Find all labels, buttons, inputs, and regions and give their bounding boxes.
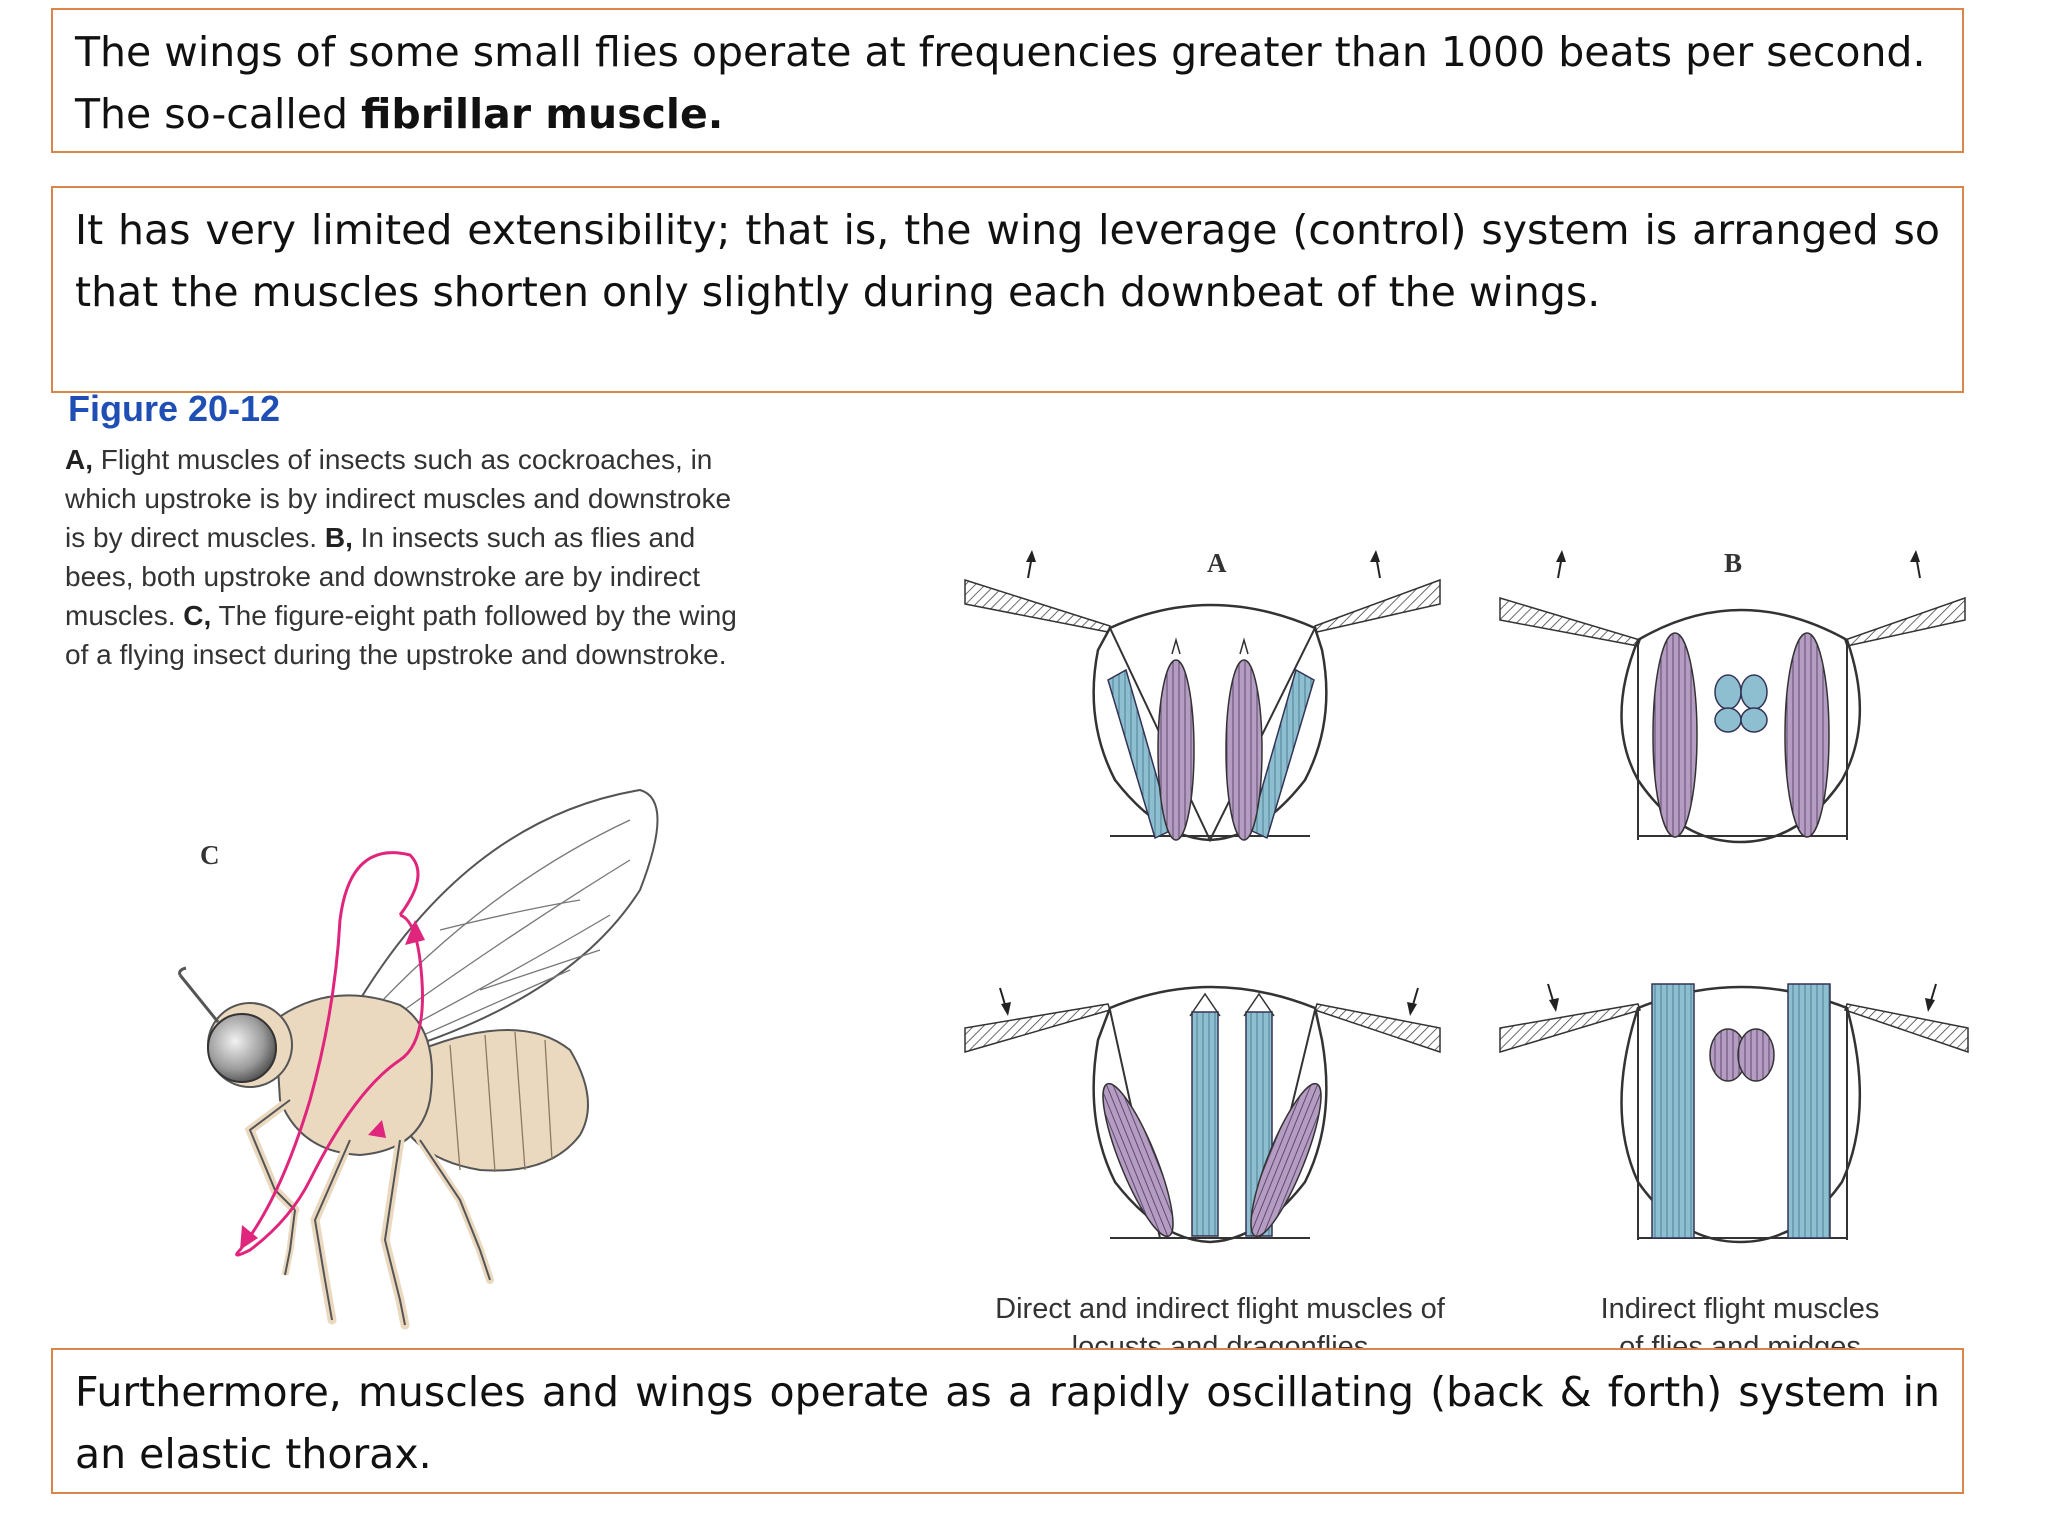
thorax <box>273 994 433 1157</box>
left-wing-base <box>1499 596 1641 647</box>
caption-a-label: A, <box>65 444 93 475</box>
longitudinal-muscle <box>1740 707 1768 733</box>
muscle-attachment <box>1243 992 1275 1017</box>
left-wing-base <box>964 1003 1111 1053</box>
figure-title: Figure 20-12 <box>68 388 281 429</box>
muscle-attachment <box>1239 637 1249 655</box>
longitudinal-muscle <box>1714 674 1742 710</box>
thorax-inner-line <box>1109 627 1316 843</box>
oscillation-text: Furthermore, muscles and wings operate a… <box>75 1368 1940 1478</box>
muscle-attachment <box>1189 992 1221 1017</box>
longitudinal-muscle <box>1740 674 1768 710</box>
indirect-dorsoventral-muscle <box>1784 632 1830 838</box>
intro-text-box: The wings of some small flies operate at… <box>51 8 1964 153</box>
indirect-dorsoventral-muscle <box>1652 632 1698 838</box>
longitudinal-muscle <box>1737 1028 1775 1082</box>
muscle-attachment <box>1171 637 1181 655</box>
panel-label-b: B <box>1724 548 1743 578</box>
indirect-muscle <box>1191 1011 1219 1237</box>
extensibility-text: It has very limited extensibility; that … <box>75 206 1940 316</box>
right-wing-base <box>1844 596 1966 647</box>
arrowhead-icon <box>1001 1002 1011 1016</box>
caption-a-text: Flight muscles of insects such as cockro… <box>65 444 732 553</box>
oscillation-text-box: Furthermore, muscles and wings operate a… <box>51 1348 1964 1494</box>
right-wing-base <box>1844 1003 1969 1054</box>
extensibility-text-box: It has very limited extensibility; that … <box>51 186 1964 393</box>
path-arrow-icon <box>240 1225 258 1250</box>
right-wing-base <box>1314 578 1441 633</box>
indirect-muscle <box>1225 659 1263 841</box>
figure-caption: A, Flight muscles of insects such as coc… <box>65 440 745 674</box>
diagram-b-upstroke <box>1499 550 1966 844</box>
right-wing-base <box>1314 1003 1441 1054</box>
caption-b-text: In insects such as flies and bees, both … <box>65 522 701 631</box>
antenna <box>178 966 220 1023</box>
panel-label-a: A <box>1207 548 1227 578</box>
panel-label-c: C <box>200 840 220 870</box>
diagram-a-downstroke <box>964 985 1441 1244</box>
compound-eye <box>207 1013 277 1083</box>
arrowhead-icon <box>1925 998 1935 1012</box>
arrowhead-icon <box>1026 550 1036 562</box>
abdomen <box>398 1029 589 1172</box>
left-wing-base <box>1499 1003 1641 1054</box>
figure-eight-wing-path <box>235 851 425 1257</box>
fibrillar-muscle-term: fibrillar muscle. <box>361 89 724 138</box>
intro-line-2: The so-called fibrillar muscle. <box>75 84 1940 146</box>
indirect-dorsoventral-muscle <box>1651 983 1695 1239</box>
indirect-dorsoventral-muscle <box>1787 983 1831 1239</box>
diagram-b-downstroke <box>1499 983 1969 1244</box>
arrowhead-icon <box>1407 1002 1417 1016</box>
fly-legs <box>244 1095 494 1330</box>
fly-illustration <box>178 788 659 1330</box>
longitudinal-muscle <box>1714 707 1742 733</box>
path-arrow-icon <box>405 920 425 945</box>
direct-muscle <box>1250 1082 1322 1238</box>
intro-line-2-prefix: The so-called <box>75 89 362 138</box>
thorax-outline <box>1092 603 1328 842</box>
caption-c-label: C, <box>183 600 212 631</box>
diagram-a-upstroke <box>964 550 1441 843</box>
arrowhead-icon <box>1370 550 1380 562</box>
left-wing-base <box>964 578 1111 633</box>
fly-body <box>178 966 589 1173</box>
arrowhead-icon <box>1549 998 1559 1012</box>
path-arrow-icon <box>368 1120 386 1138</box>
direct-muscle <box>1102 1082 1174 1238</box>
caption-c-text: The figure-eight path followed by the wi… <box>65 600 737 670</box>
arrowhead-icon <box>1910 550 1920 562</box>
arrowhead-icon <box>1556 550 1566 562</box>
intro-line-1: The wings of some small flies operate at… <box>75 28 1926 76</box>
indirect-muscle <box>1157 659 1195 841</box>
caption-b-label: B, <box>324 522 353 553</box>
